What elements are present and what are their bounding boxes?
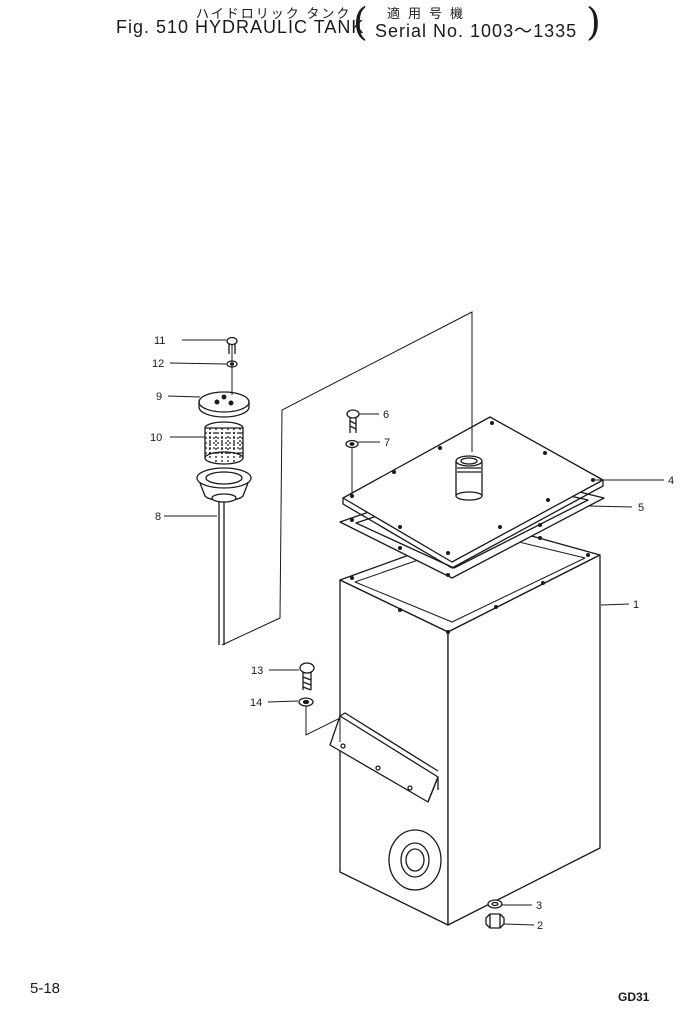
drain-washer [487, 899, 503, 909]
callout-2: 2 [537, 920, 543, 932]
leader-lines [164, 339, 664, 926]
tank-body [339, 524, 601, 926]
callout-7: 7 [384, 437, 390, 449]
figure-title: Fig. 510 HYDRAULIC TANK [116, 17, 365, 37]
tank-cover [342, 416, 604, 569]
applicable-serial-kanji: 適用号機 [387, 6, 472, 21]
cover-washer [345, 439, 359, 449]
paren-open: ( [353, 0, 368, 44]
outlet-flange [388, 829, 442, 891]
callout-3: 3 [536, 900, 542, 912]
figure-header: ハイドロリック タンク Fig. 510 HYDRAULIC TANK ( 適用… [0, 0, 700, 60]
callout-13: 13 [251, 665, 263, 677]
paren-close: ) [586, 0, 601, 44]
title-katakana: ハイドロリック タンク [196, 6, 352, 21]
cap-bolt [226, 336, 238, 354]
callout-11: 11 [154, 335, 165, 347]
page-number: 5-18 [30, 980, 61, 997]
drawing-code: GD31 [618, 990, 650, 1004]
cover-bolt [346, 409, 360, 433]
side-bracket [329, 712, 439, 803]
strainer-cap [198, 391, 250, 418]
callout-14: 14 [250, 697, 262, 709]
callout-5: 5 [638, 502, 644, 514]
filler-neck [455, 455, 483, 501]
callout-1: 1 [633, 599, 639, 611]
assembly-lines [221, 311, 473, 742]
callout-6: 6 [383, 409, 389, 421]
bracket-bolt [299, 662, 315, 691]
callout-12: 12 [152, 358, 164, 370]
serial-range: Serial No. 1003～1335 [375, 21, 578, 41]
callout-10: 10 [150, 432, 162, 444]
strainer-element [204, 421, 244, 465]
strainer-housing [196, 467, 252, 645]
callout-9: 9 [156, 391, 162, 403]
bracket-washer [298, 697, 314, 707]
drain-plug [485, 913, 505, 929]
callout-8: 8 [155, 511, 161, 523]
callout-4: 4 [668, 475, 674, 487]
callout-labels: 11 12 9 10 8 6 7 4 5 1 13 14 3 2 [150, 335, 674, 932]
